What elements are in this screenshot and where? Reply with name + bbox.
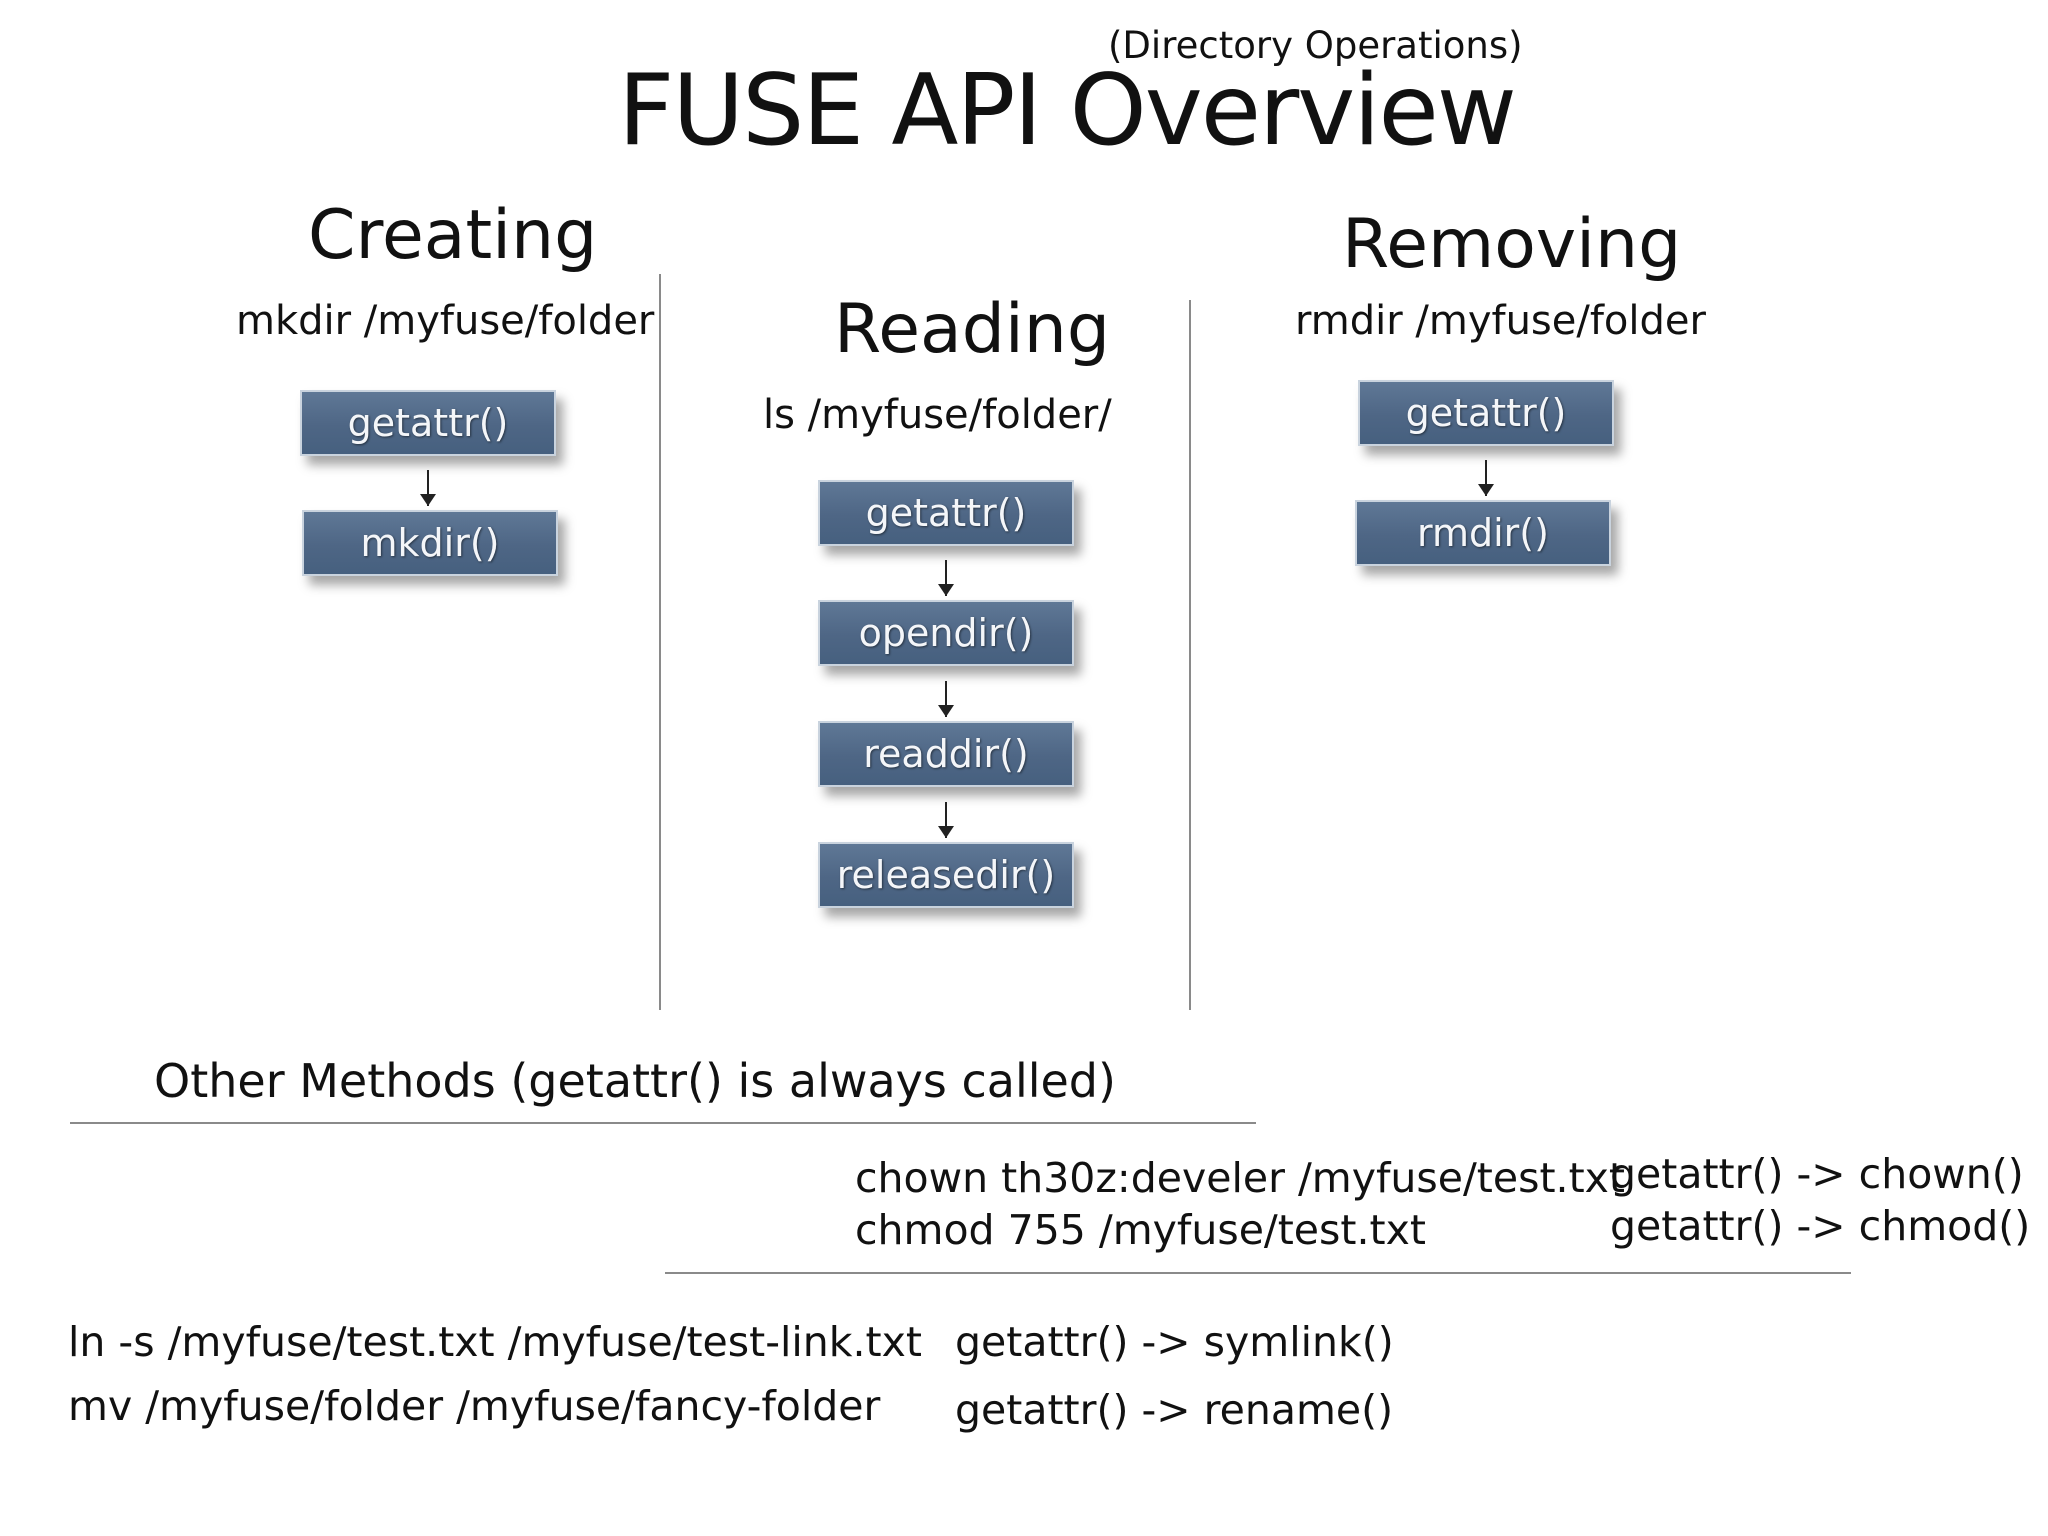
step-getattr: getattr() [300, 390, 556, 456]
column-title-creating: Creating [308, 196, 598, 275]
group-divider [665, 1272, 1851, 1274]
column-divider-right [1189, 300, 1191, 1010]
step-getattr: getattr() [1358, 380, 1614, 446]
arrow-down-icon [1478, 460, 1494, 496]
other-methods-heading: Other Methods (getattr() is always calle… [154, 1054, 1116, 1108]
command-chown: chown th30z:develer /myfuse/test.txt [855, 1154, 1625, 1202]
arrow-down-icon [420, 470, 436, 506]
column-divider-left [659, 274, 661, 1010]
arrow-down-icon [938, 560, 954, 596]
command-chmod: chmod 755 /myfuse/test.txt [855, 1206, 1426, 1254]
call-chmod: getattr() -> chmod() [1610, 1202, 2031, 1250]
page-title: FUSE API Overview [618, 54, 1517, 168]
column-title-removing: Removing [1342, 205, 1682, 284]
command-mkdir: mkdir /myfuse/folder [236, 298, 655, 344]
step-rmdir: rmdir() [1355, 500, 1611, 566]
arrow-down-icon [938, 681, 954, 717]
command-ls: ls /myfuse/folder/ [763, 392, 1112, 438]
call-rename: getattr() -> rename() [955, 1386, 1394, 1434]
arrow-down-icon [938, 802, 954, 838]
command-rmdir: rmdir /myfuse/folder [1295, 298, 1706, 344]
subtitle: (Directory Operations) [1108, 24, 1523, 67]
column-title-reading: Reading [834, 290, 1111, 369]
step-releasedir: releasedir() [818, 842, 1074, 908]
step-mkdir: mkdir() [302, 510, 558, 576]
call-symlink: getattr() -> symlink() [955, 1318, 1394, 1366]
call-chown: getattr() -> chown() [1610, 1150, 2024, 1198]
step-getattr: getattr() [818, 480, 1074, 546]
command-ln: ln -s /myfuse/test.txt /myfuse/test-link… [68, 1318, 922, 1366]
step-readdir: readdir() [818, 721, 1074, 787]
heading-underline [70, 1122, 1256, 1124]
command-mv: mv /myfuse/folder /myfuse/fancy-folder [68, 1382, 881, 1430]
step-opendir: opendir() [818, 600, 1074, 666]
